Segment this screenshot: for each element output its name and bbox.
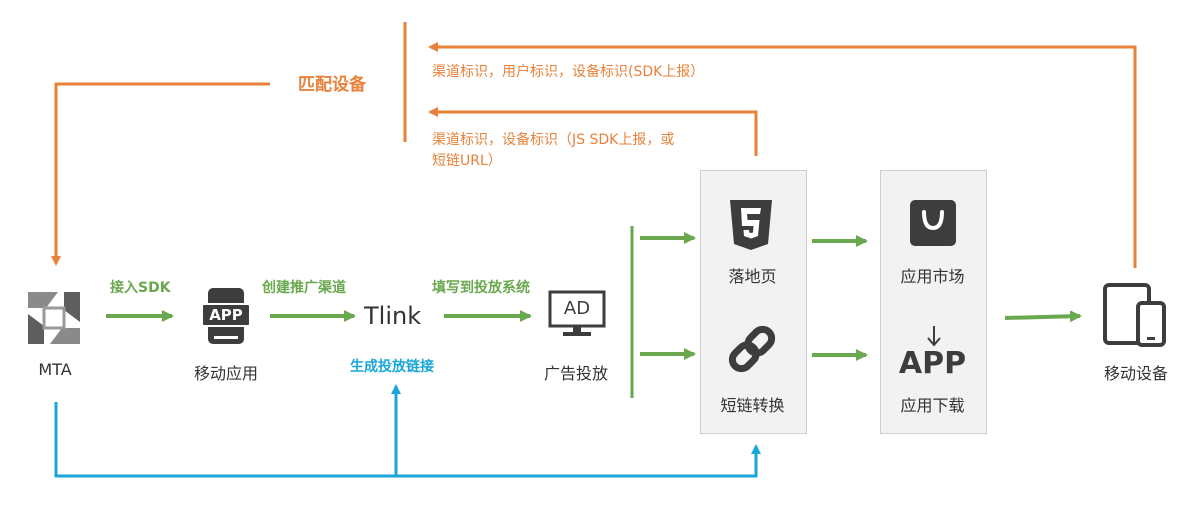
generate-link-label: 生成投放链接 [350,359,434,375]
shopping-bag-icon [908,198,958,248]
blue-bottom-line [54,402,761,478]
tablet-phone-icon [1102,283,1168,347]
mobile-app-label: 移动应用 [193,364,258,383]
fill-system-label: 填写到投放系统 [432,280,530,296]
sdk-report-note: 渠道标识，用户标识，设备标识(SDK上报） [432,64,705,80]
app-download-text: APP [898,346,967,381]
js-report-line2: 短链URL） [432,153,502,169]
mobile-device-label: 移动设备 [1103,364,1168,383]
integrate-sdk-label: 接入SDK [110,280,171,296]
js-report-arrow [428,107,758,156]
short-link-label: 短链转换 [720,396,785,415]
js-report-note: 渠道标识，设备标识（JS SDK上报，或 短链URL） [432,130,674,172]
app-icon-text: APP [209,306,243,324]
sdk-report-arrow [428,42,1137,268]
mta-label: MTA [38,360,72,379]
app-market-label: 应用市场 [900,267,965,286]
match-device-label: 匹配设备 [298,75,366,95]
mta-logo-icon [20,284,88,352]
app-phone-icon: APP [200,286,252,346]
ad-monitor-icon: AD [548,290,606,338]
download-arrow-icon [926,325,942,347]
ad-icon-text: AD [563,298,591,319]
tlink-node: Tlink [364,302,422,330]
create-channel-label: 创建推广渠道 [262,280,346,296]
chain-link-icon [724,320,780,378]
ad-delivery-label: 广告投放 [543,364,608,383]
match-device-arrow [51,82,270,266]
landing-page-label: 落地页 [728,267,777,286]
app-download-label: 应用下载 [900,396,965,415]
arrow-to-device [1004,310,1082,323]
html5-icon [728,198,774,252]
js-report-line1: 渠道标识，设备标识（JS SDK上报，或 [432,132,675,148]
